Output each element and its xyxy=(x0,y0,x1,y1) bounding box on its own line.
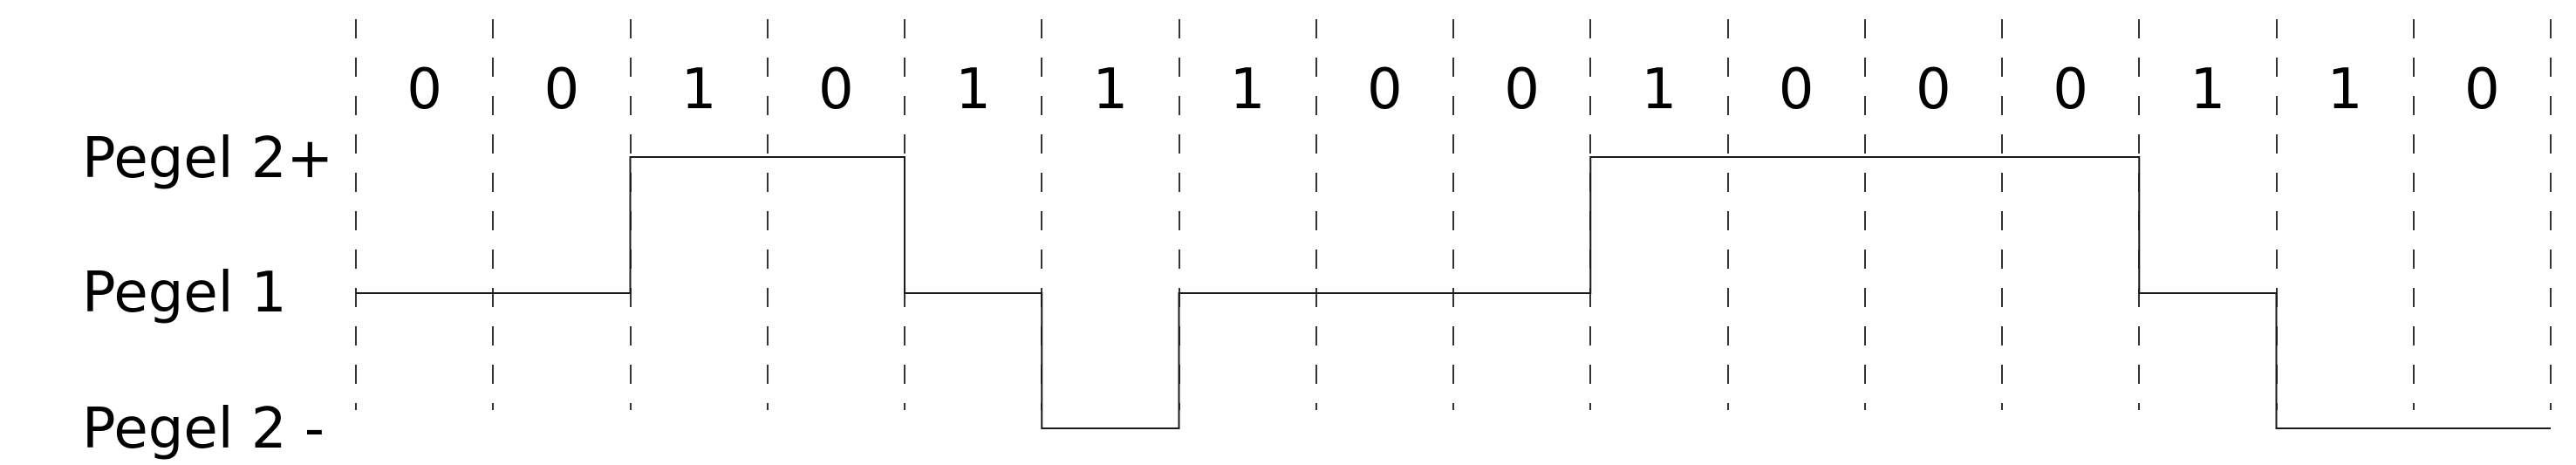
bit-label: 0 xyxy=(544,58,580,122)
bit-label: 0 xyxy=(1504,58,1540,122)
bit-label: 0 xyxy=(1916,58,1951,122)
level-label-plus: Pegel 2+ xyxy=(82,127,333,191)
level-label-zero: Pegel 1 xyxy=(82,261,287,325)
bit-label: 1 xyxy=(1230,58,1266,122)
bit-labels: 0 0 1 0 1 1 1 0 0 1 0 0 0 1 1 0 xyxy=(407,58,2499,122)
level-label-minus: Pegel 2 - xyxy=(82,397,325,462)
bit-label: 0 xyxy=(1779,58,1814,122)
signal-waveform xyxy=(356,156,2551,429)
bit-label: 1 xyxy=(1642,58,1677,122)
bit-label: 1 xyxy=(2327,58,2363,122)
bit-label: 1 xyxy=(2190,58,2226,122)
bit-label: 0 xyxy=(2464,58,2500,122)
bit-label: 0 xyxy=(407,58,442,122)
bit-label: 1 xyxy=(681,58,717,122)
bit-label: 1 xyxy=(1093,58,1129,122)
bit-label: 1 xyxy=(955,58,991,122)
bit-label: 0 xyxy=(2053,58,2088,122)
bit-label: 0 xyxy=(818,58,854,122)
bit-label: 0 xyxy=(1367,58,1403,122)
